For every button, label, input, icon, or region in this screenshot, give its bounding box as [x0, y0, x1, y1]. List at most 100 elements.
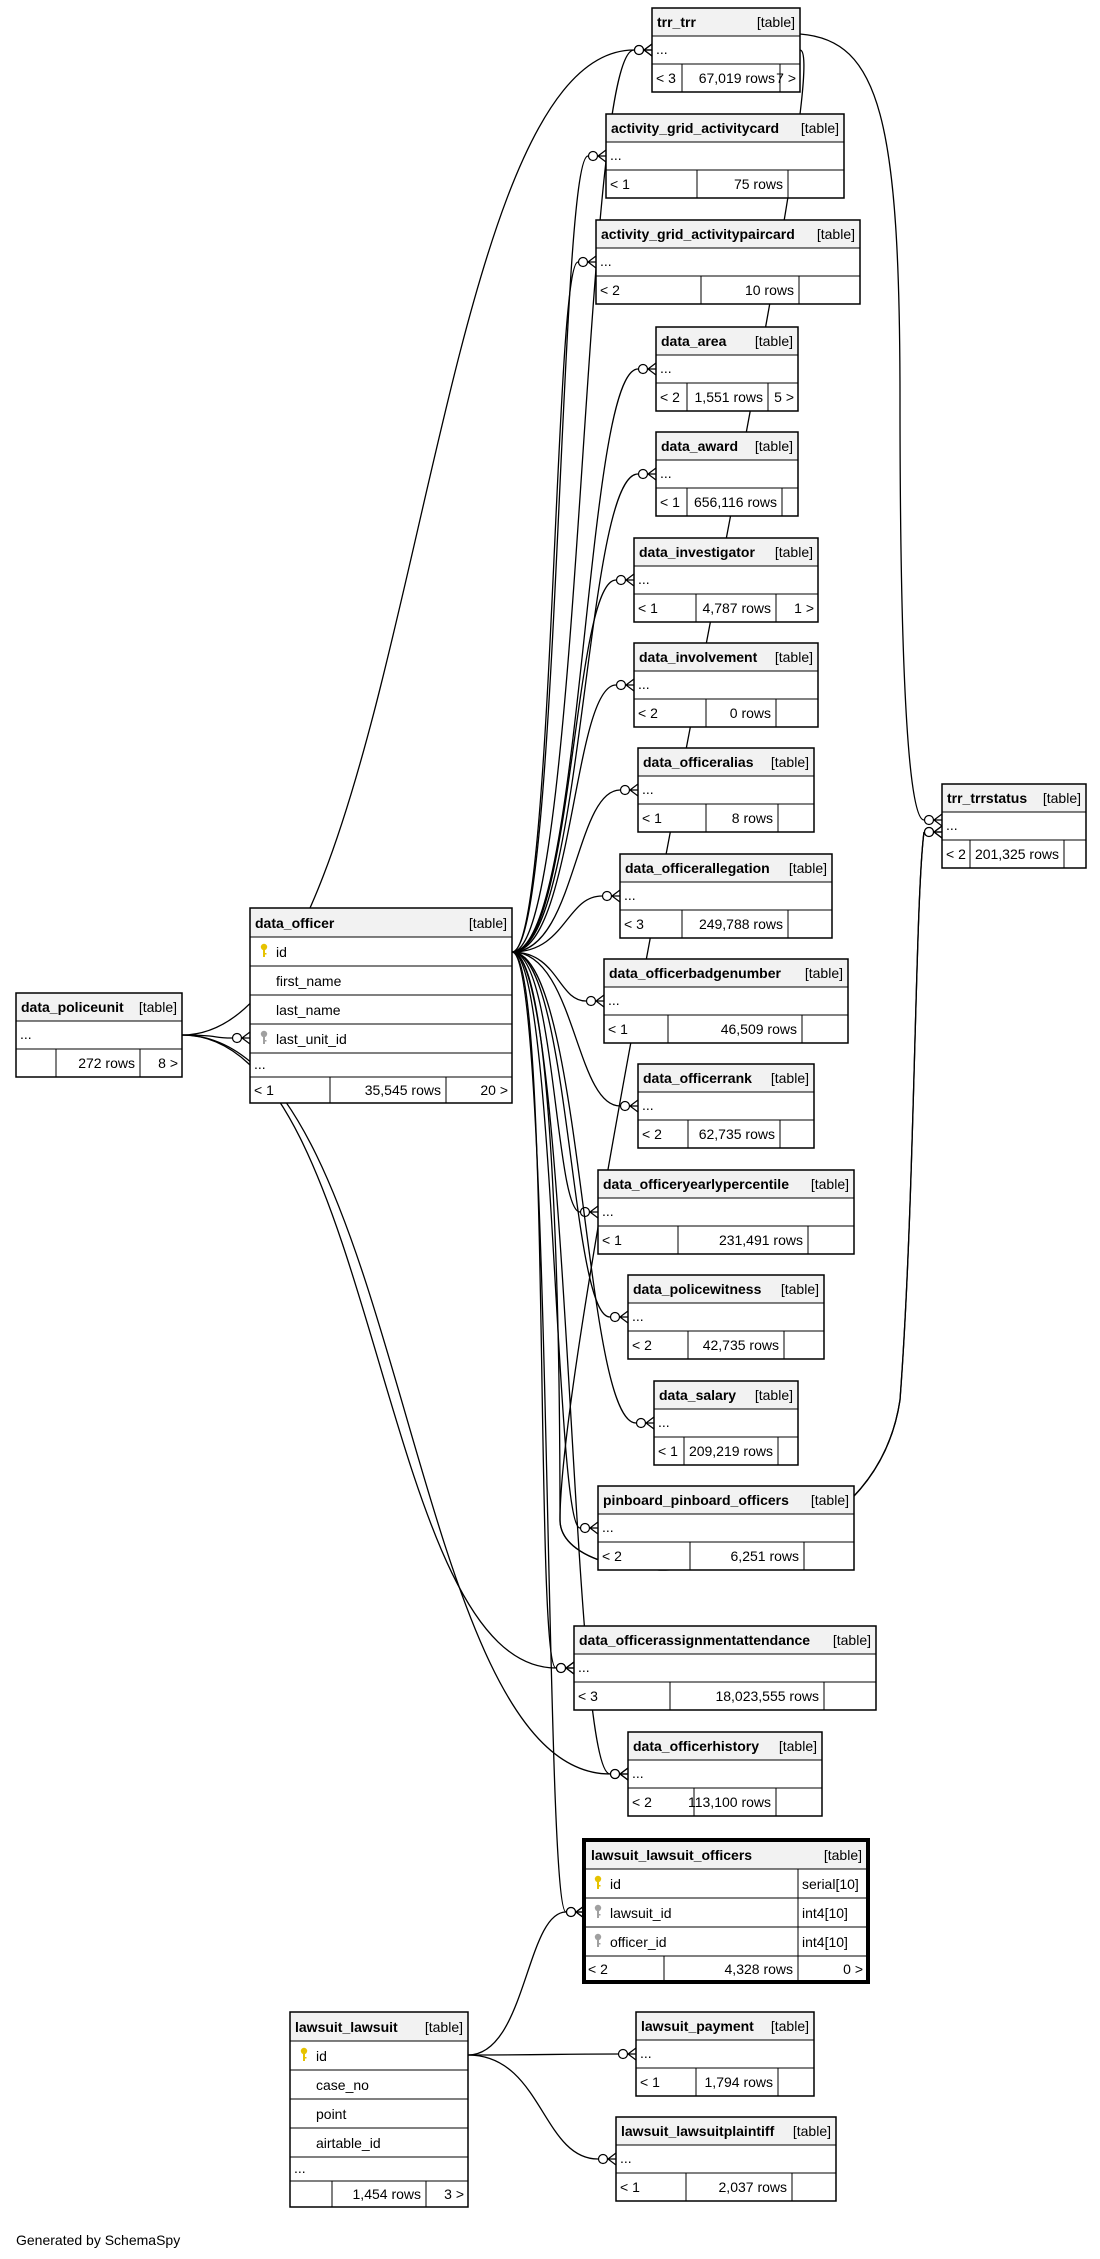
table-kind: [table] [817, 226, 855, 242]
table-border [573, 1625, 877, 1711]
column-name: id [316, 2048, 327, 2064]
table-more-text: ... [656, 41, 668, 57]
crow-foot-marker [933, 825, 943, 839]
crow-foot-marker [627, 2047, 637, 2061]
optional-circle-marker [637, 468, 649, 480]
table-more-text: ... [658, 1414, 670, 1430]
table-header [619, 853, 833, 883]
child-count: 7 > [776, 70, 796, 86]
row-count: 201,325 rows [975, 846, 1059, 862]
table-more-text: ... [632, 1765, 644, 1781]
table-more-row [597, 1197, 855, 1227]
table-more-text: ... [642, 1097, 654, 1113]
table-more-row [637, 775, 815, 805]
column-name: case_no [316, 2077, 369, 2093]
table-border [651, 7, 801, 93]
crow-foot-marker [619, 1767, 629, 1781]
table-name: activity_grid_activitycard [611, 120, 779, 136]
table-border [627, 1731, 823, 1817]
table-more-row [633, 670, 819, 700]
parent-count: < 2 [632, 1337, 652, 1353]
table-more-text: ... [632, 1308, 644, 1324]
table-kind: [table] [469, 915, 507, 931]
table-kind: [table] [781, 1281, 819, 1297]
crow-foot-marker [589, 1521, 599, 1535]
table-kind: [table] [755, 1387, 793, 1403]
column-row [289, 2040, 469, 2071]
table-stats-row [633, 698, 819, 728]
table-more-row [605, 141, 845, 171]
table-kind: [table] [811, 1492, 849, 1508]
table-more-row [941, 811, 1087, 841]
row-count: 62,735 rows [699, 1126, 775, 1142]
column-type: int4[10] [802, 1905, 848, 1921]
crow-foot-marker [645, 1416, 655, 1430]
parent-count: < 1 [660, 494, 680, 510]
optional-circle-marker [615, 574, 627, 586]
row-count: 1,794 rows [705, 2074, 773, 2090]
table-name: data_policewitness [633, 1281, 762, 1297]
table-border [597, 1485, 855, 1571]
table-border [582, 1838, 870, 1984]
crow-foot-marker [565, 1661, 575, 1675]
optional-circle-marker [637, 363, 649, 375]
table-kind: [table] [801, 120, 839, 136]
parent-count: < 1 [658, 1443, 678, 1459]
edge-data-officer-to-data-investigator [511, 579, 617, 953]
row-count: 1,454 rows [353, 2186, 421, 2202]
row-count: 46,509 rows [721, 1021, 797, 1037]
table-data-officeryearlypercentile: data_officeryearlypercentile[table]...< … [597, 1169, 855, 1255]
parent-count: < 2 [638, 705, 658, 721]
column-row [583, 1868, 869, 1899]
table-header [605, 113, 845, 143]
table-border [597, 1169, 855, 1255]
table-name: data_officerrank [643, 1070, 752, 1086]
table-name: data_investigator [639, 544, 755, 560]
table-more-text: ... [638, 571, 650, 587]
parent-count: < 2 [588, 1961, 608, 1977]
primary-key-icon [300, 2047, 308, 2061]
optional-circle-marker [555, 1662, 567, 1674]
table-name: trr_trrstatus [947, 790, 1027, 806]
table-kind: [table] [1043, 790, 1081, 806]
table-name: data_officerhistory [633, 1738, 759, 1754]
column-name: airtable_id [316, 2135, 381, 2151]
crow-foot-marker [611, 889, 621, 903]
optional-circle-marker [617, 2048, 629, 2060]
table-border [595, 219, 861, 305]
row-count: 231,491 rows [719, 1232, 803, 1248]
table-header [637, 747, 815, 777]
table-border [619, 853, 833, 939]
foreign-key-icon [594, 1904, 602, 1918]
table-more-text: ... [624, 887, 636, 903]
table-stats-row [583, 1955, 869, 1983]
edge-data-policeunit-to-data-officerassignmentattendance [181, 1034, 557, 1669]
table-stats-row [15, 1048, 183, 1078]
optional-circle-marker [615, 679, 627, 691]
row-count: 113,100 rows [688, 1794, 771, 1810]
optional-circle-marker [609, 1311, 621, 1323]
table-kind: [table] [771, 2018, 809, 2034]
table-more-row [15, 1020, 183, 1050]
column-row [249, 936, 513, 967]
parent-count: < 1 [254, 1082, 274, 1098]
table-activity-grid-activitypaircard: activity_grid_activitypaircard[table]...… [595, 219, 861, 305]
table-more-row [597, 1513, 855, 1543]
column-type: serial[10] [802, 1876, 859, 1892]
table-more-row [627, 1302, 825, 1332]
table-kind: [table] [789, 860, 827, 876]
table-more-row [615, 2144, 837, 2174]
table-more-row [573, 1653, 877, 1683]
crow-foot-marker [647, 362, 657, 376]
edge-data-officer-to-data-officerbadgenumber [511, 951, 587, 1002]
table-name: data_officeralias [643, 754, 754, 770]
parent-count: < 2 [602, 1548, 622, 1564]
table-header [941, 783, 1087, 813]
